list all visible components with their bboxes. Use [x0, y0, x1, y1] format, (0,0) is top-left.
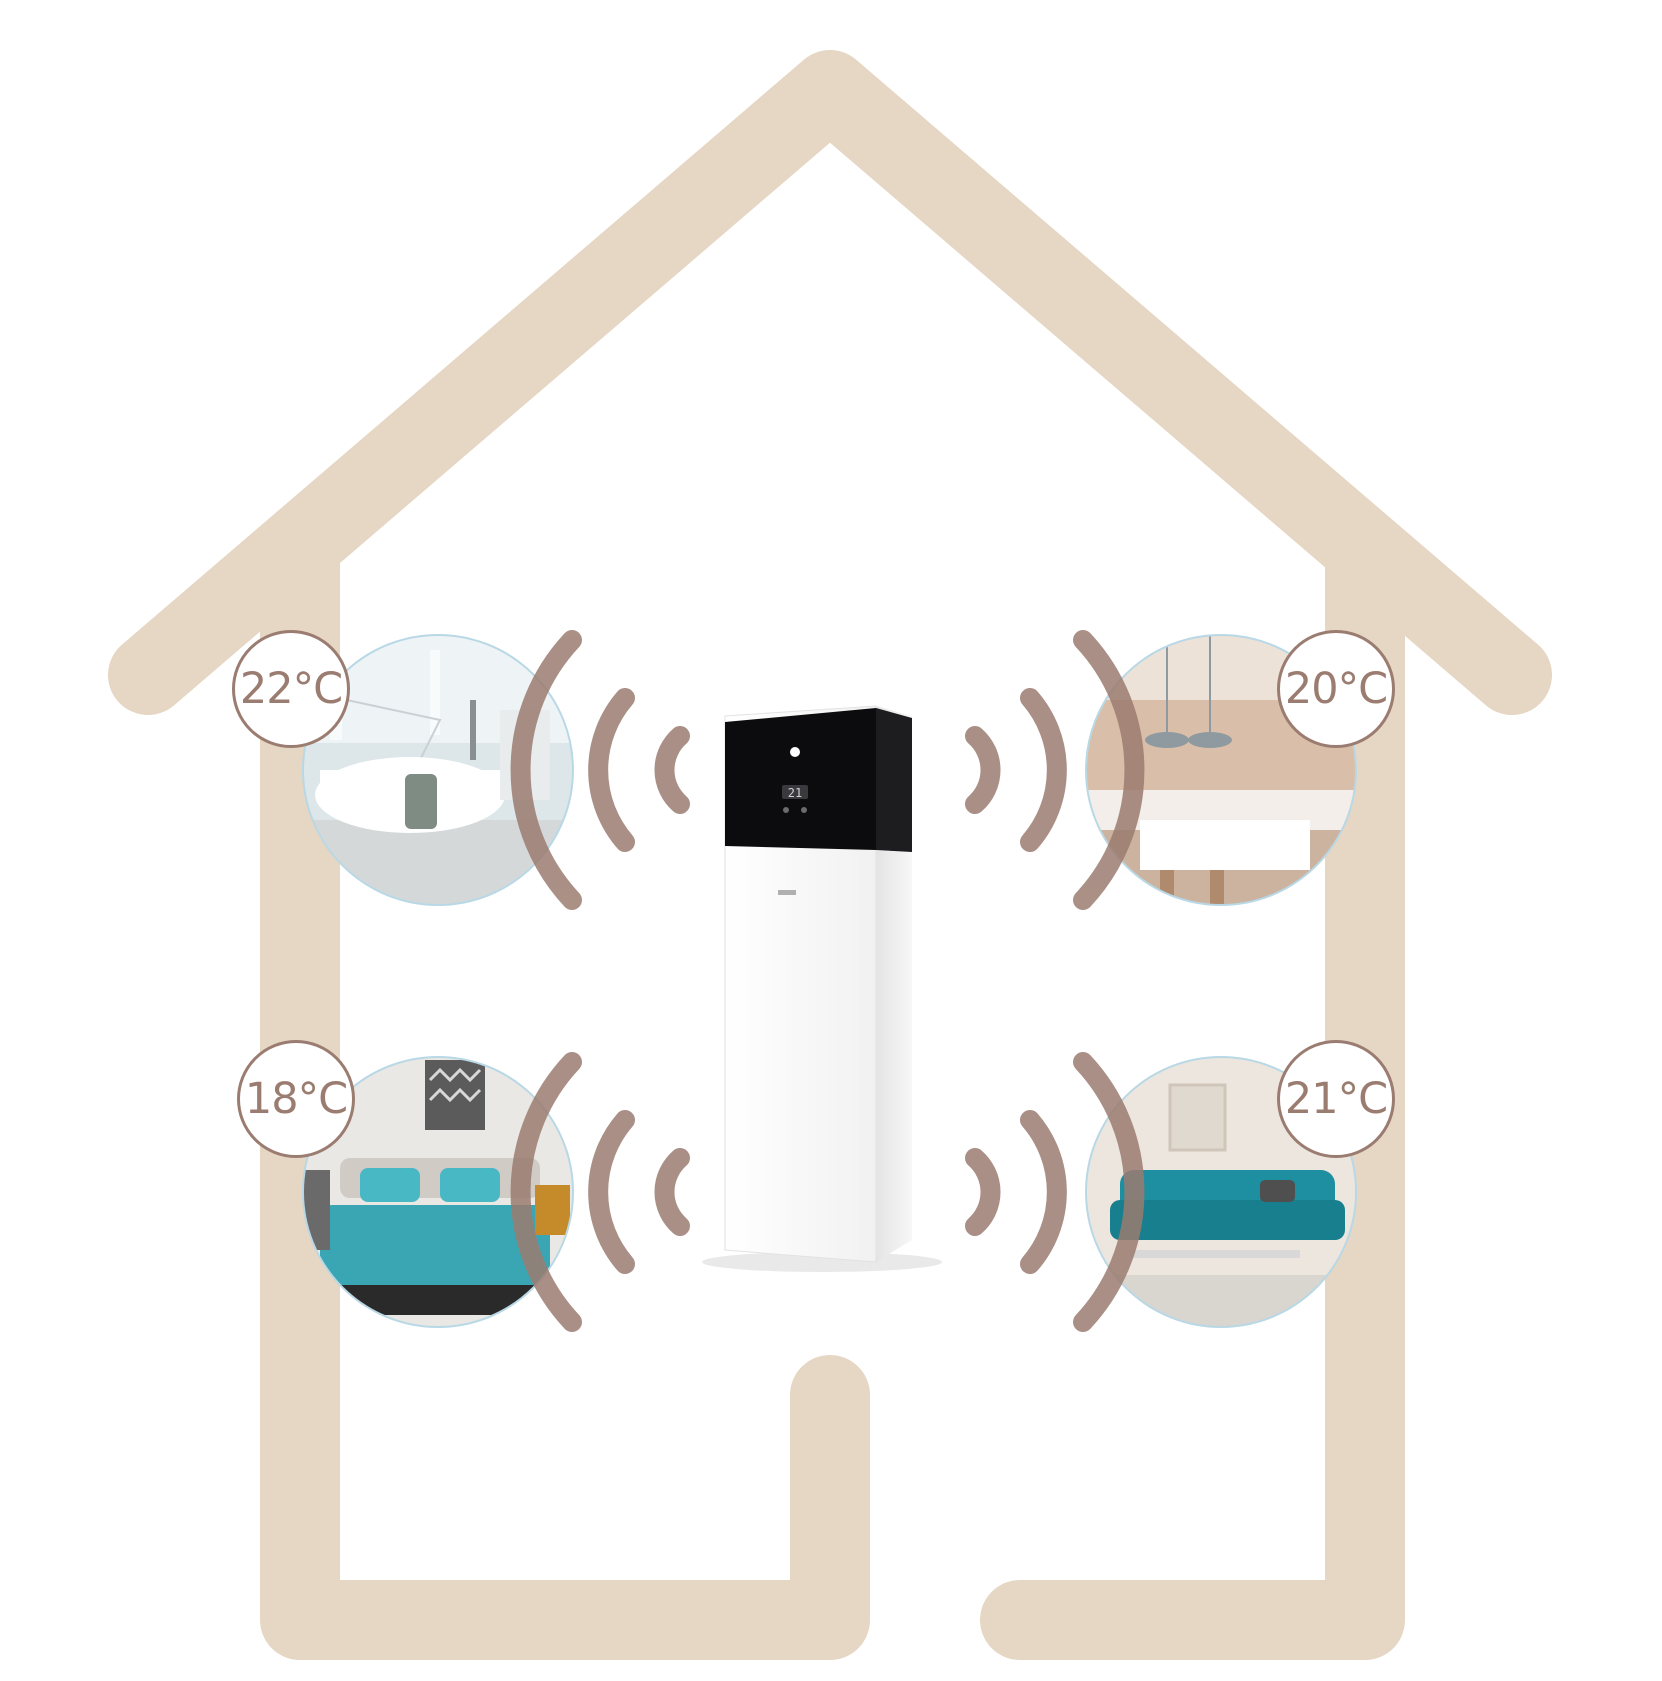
svg-text:21: 21 [788, 786, 802, 800]
wireless-signal-icon [965, 1052, 1145, 1332]
wireless-signal-icon [510, 630, 690, 910]
bedroom-temperature-badge: 18°C [237, 1040, 355, 1158]
heat-pump-unit: 21 [702, 705, 942, 1272]
wireless-signal-icon [510, 1052, 690, 1332]
wireless-signal-icon [965, 630, 1145, 910]
bathroom-temperature-badge: 22°C [232, 630, 350, 748]
kitchen-temperature-badge: 20°C [1277, 630, 1395, 748]
living-room-temperature-badge: 21°C [1277, 1040, 1395, 1158]
